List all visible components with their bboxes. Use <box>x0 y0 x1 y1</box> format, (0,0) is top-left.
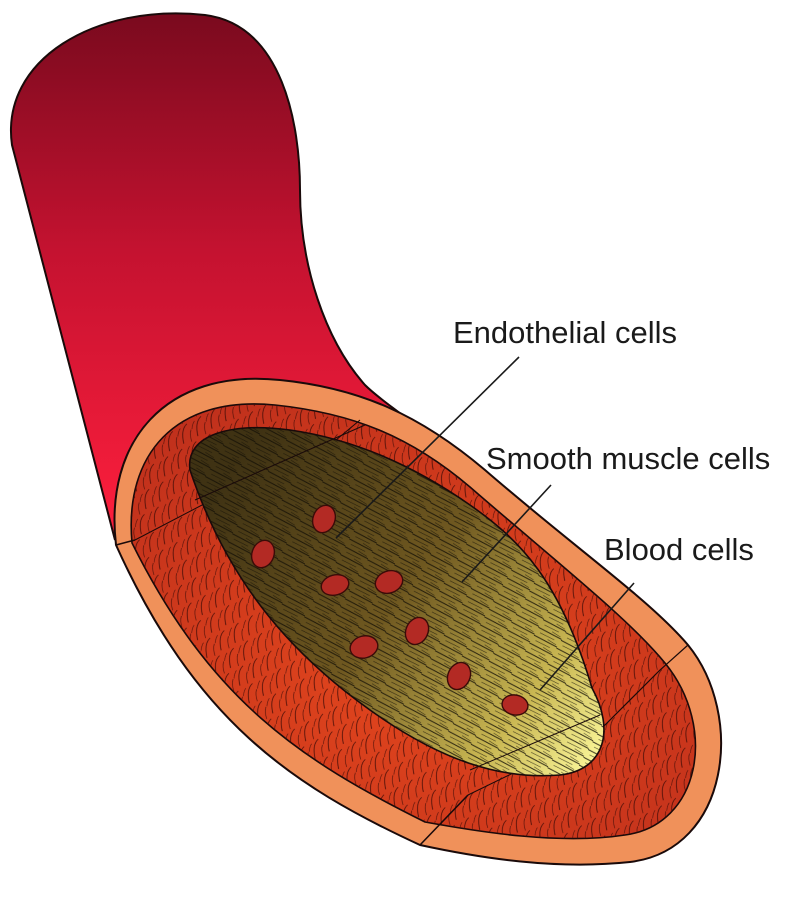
section-line <box>589 644 689 741</box>
leader-line-endothelial <box>335 356 520 539</box>
blood-cell-icon <box>404 616 430 646</box>
blood-cell-icon <box>320 573 350 597</box>
label-endothelial-cells: Endothelial cells <box>453 315 677 350</box>
leader-lines <box>335 356 635 691</box>
leader-line-blood <box>539 582 635 691</box>
label-smooth-muscle-cells: Smooth muscle cells <box>486 441 770 476</box>
label-blood-cells: Blood cells <box>604 532 754 567</box>
blood-cell-icon <box>374 569 404 595</box>
lumen-section-line <box>194 424 366 501</box>
blood-cell-icon <box>311 504 337 534</box>
section-line <box>419 794 469 846</box>
blood-cell-icon <box>501 694 529 716</box>
section-line <box>115 539 136 546</box>
leader-line-smooth-muscle <box>461 484 552 583</box>
lumen-section-line <box>469 714 601 771</box>
blood-cells <box>250 504 529 716</box>
blood-cell-icon <box>349 635 379 659</box>
blood-cell-icon <box>446 661 472 691</box>
blood-cell-icon <box>250 539 276 569</box>
